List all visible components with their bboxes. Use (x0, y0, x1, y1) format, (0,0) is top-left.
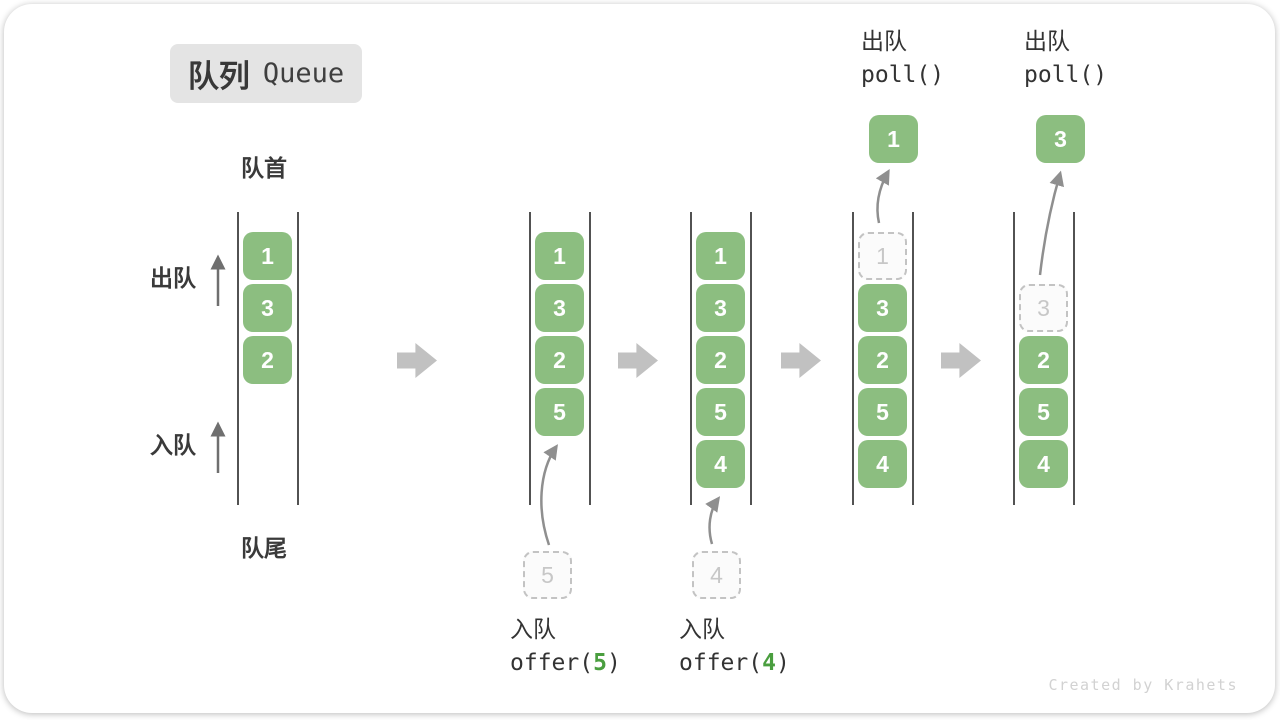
queue2-item: 5 (535, 388, 584, 436)
queue3-left-wall (690, 212, 692, 505)
watermark: Created by Krahets (1048, 676, 1238, 694)
title-en: Queue (262, 58, 345, 89)
queue3-item: 4 (696, 440, 745, 488)
dequeue-op-code: poll() (1024, 62, 1108, 88)
queue3-item: 2 (696, 336, 745, 384)
queue4-left-wall (852, 212, 854, 505)
dequeue-op-label: 出队 (1024, 28, 1070, 54)
enqueue-op-label: 入队 (679, 616, 725, 642)
enqueue5-path-arrow-icon (540, 444, 558, 546)
enqueue-op-code: offer(5) (510, 650, 621, 676)
queue4-right-wall (912, 212, 914, 505)
step-arrow-icon (618, 343, 658, 378)
queue2-item: 2 (535, 336, 584, 384)
poll1-path-arrow-icon (875, 168, 890, 224)
queue1-left-wall (237, 212, 239, 505)
enqueue-op-label: 入队 (510, 616, 556, 642)
queue3-item: 1 (696, 232, 745, 280)
step-arrow-icon (781, 343, 821, 378)
queue4-item: 3 (858, 284, 907, 332)
queue2-left-wall (529, 212, 531, 505)
title-badge: 队列 Queue (170, 44, 362, 103)
queue1-item: 2 (243, 336, 292, 384)
queue4-item: 5 (858, 388, 907, 436)
queue2-item: 1 (535, 232, 584, 280)
poll3-path-arrow-icon (1038, 170, 1064, 276)
queue2-right-wall (589, 212, 591, 505)
enqueue-op-code: offer(4) (679, 650, 790, 676)
queue4-polled-element: 1 (869, 115, 918, 163)
dequeue-op-label: 出队 (861, 28, 907, 54)
queue5-polled-element: 3 (1036, 115, 1085, 163)
queue5-left-wall (1013, 212, 1015, 505)
queue5-item: 2 (1019, 336, 1068, 384)
step-arrow-icon (397, 343, 437, 378)
queue5-removed-slot: 3 (1019, 284, 1068, 332)
queue3-operation: 入队 offer(4) (679, 618, 790, 675)
enqueue4-path-arrow-icon (705, 496, 721, 545)
queue5-right-wall (1073, 212, 1075, 505)
queue4-operation: 出队 poll() (861, 30, 944, 87)
queue3-right-wall (750, 212, 752, 505)
queue4-item: 4 (858, 440, 907, 488)
queue5-item: 4 (1019, 440, 1068, 488)
label-enqueue: 入队 (150, 432, 196, 458)
queue5-operation: 出队 poll() (1024, 30, 1107, 87)
queue1-right-wall (297, 212, 299, 505)
label-dequeue: 出队 (150, 265, 196, 291)
queue4-item: 2 (858, 336, 907, 384)
queue1-item: 3 (243, 284, 292, 332)
queue3-item: 3 (696, 284, 745, 332)
queue3-item: 5 (696, 388, 745, 436)
dequeue-op-code: poll() (861, 62, 945, 88)
title-zh: 队列 (187, 59, 250, 94)
label-queue-front: 队首 (241, 155, 287, 181)
queue2-item: 3 (535, 284, 584, 332)
queue1-item: 1 (243, 232, 292, 280)
queue2-incoming-element: 5 (523, 551, 572, 599)
label-queue-rear: 队尾 (241, 535, 287, 561)
queue3-incoming-element: 4 (692, 551, 741, 599)
queue5-item: 5 (1019, 388, 1068, 436)
queue4-removed-slot: 1 (858, 232, 907, 280)
queue2-operation: 入队 offer(5) (510, 618, 621, 675)
step-arrow-icon (941, 343, 981, 378)
